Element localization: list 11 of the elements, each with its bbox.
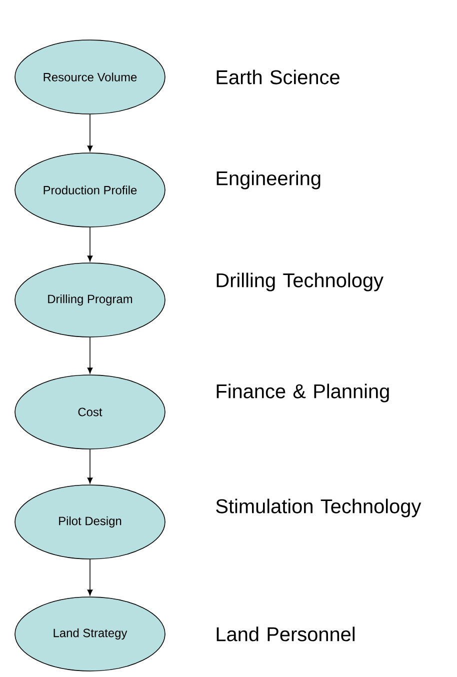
arrow <box>87 449 93 484</box>
role-label: Land Personnel <box>216 626 355 642</box>
role-label: Finance & Planning <box>216 384 389 402</box>
arrow <box>87 114 93 152</box>
role-label: Drilling Technology <box>216 272 384 292</box>
role-label: Earth Science <box>216 70 340 84</box>
arrow <box>87 227 93 262</box>
arrow <box>87 559 93 596</box>
arrow <box>87 337 93 374</box>
role-label: Engineering <box>216 170 320 190</box>
role-label: Stimulation Technology <box>216 498 422 518</box>
